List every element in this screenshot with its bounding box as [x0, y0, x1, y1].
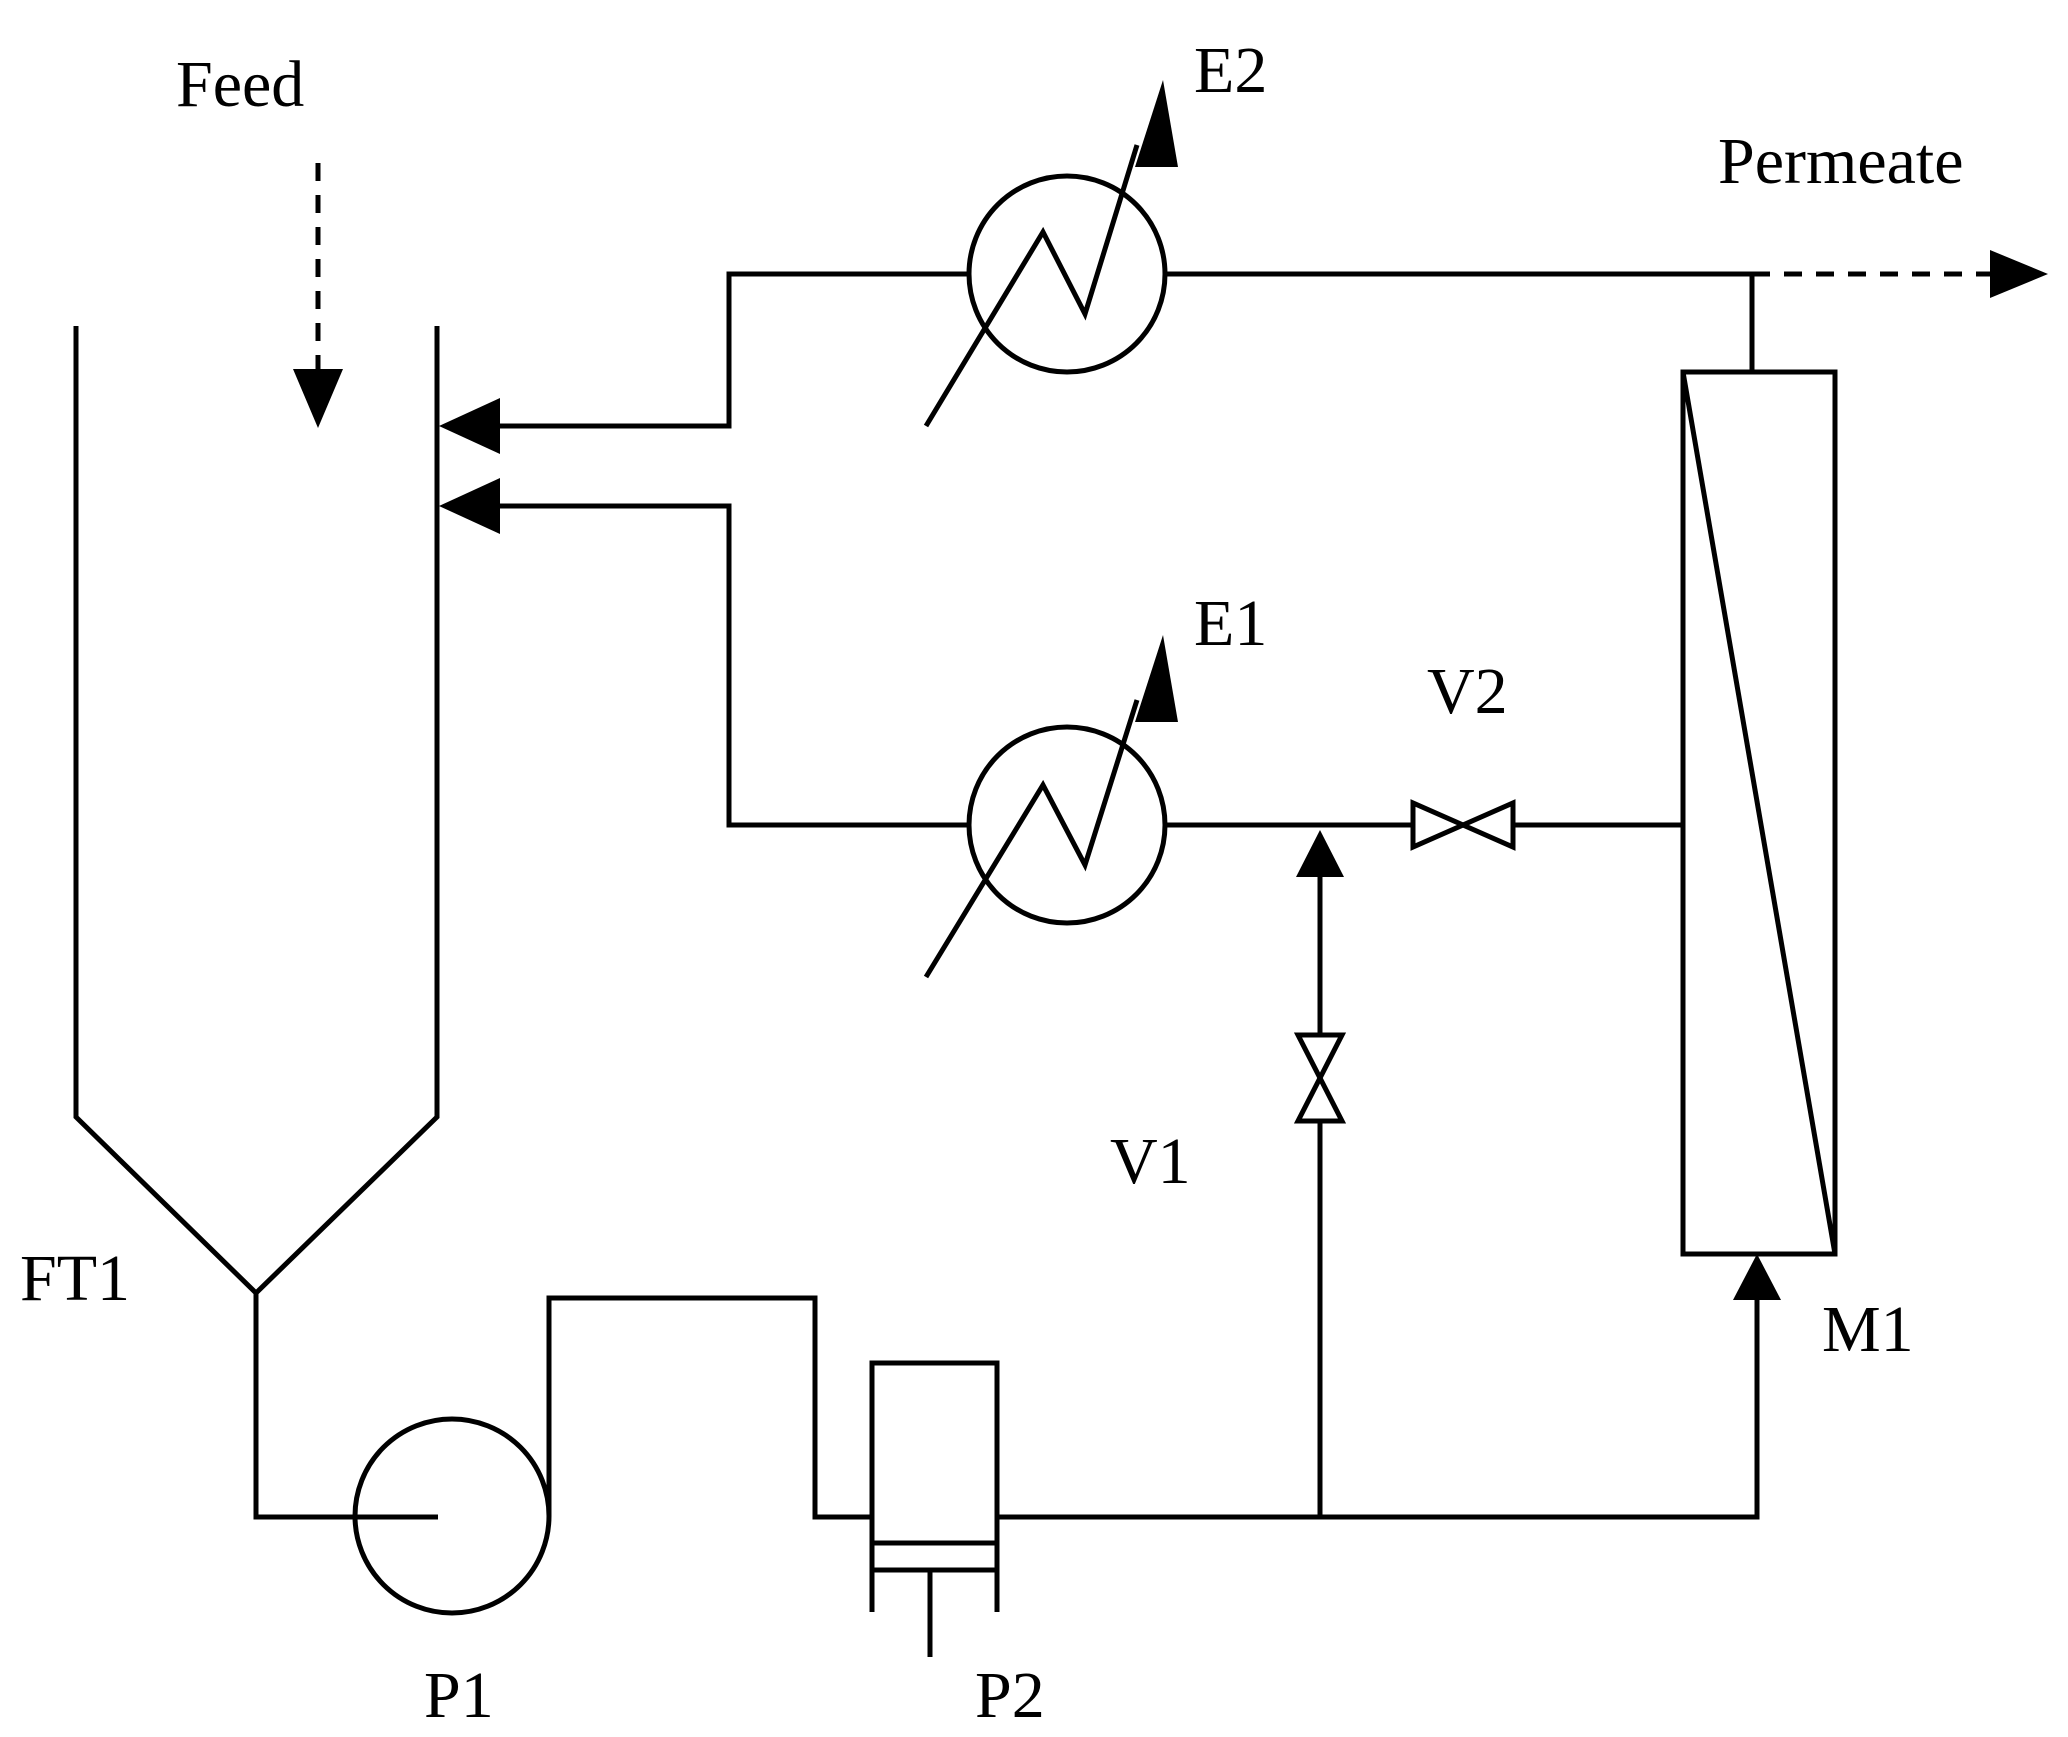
feed-tank-ft1 — [73, 326, 440, 1297]
e2-return-pipe — [500, 271, 969, 429]
permeate-label: Permeate — [1718, 125, 1964, 198]
heat-exchanger-e2-icon — [923, 80, 1178, 428]
p1-label: P1 — [424, 1659, 494, 1732]
main-feed-line — [997, 1300, 1760, 1520]
pump-p2-icon — [869, 1360, 1000, 1657]
tank-outlet-pipe — [253, 1293, 438, 1520]
v2-label: V2 — [1427, 655, 1508, 728]
valve-v2-icon — [1410, 799, 1516, 851]
e1-return-arrow — [439, 478, 500, 534]
feed-label: Feed — [176, 48, 304, 121]
e1-label: E1 — [1194, 587, 1267, 660]
permeate-arrow — [1752, 250, 2048, 298]
p2-label: P2 — [975, 1659, 1045, 1732]
valve-v1-icon — [1293, 1032, 1347, 1124]
feed-arrow — [293, 163, 343, 428]
e2-return-arrow — [439, 398, 500, 454]
membrane-inlet-arrow — [1733, 1254, 1781, 1300]
p1-discharge-pipe — [546, 1295, 873, 1520]
ft1-label: FT1 — [20, 1242, 130, 1315]
e1-return-pipe — [500, 503, 969, 828]
v1-label: V1 — [1110, 1125, 1191, 1198]
heat-exchanger-e1-icon — [923, 635, 1178, 979]
membrane-module-m1 — [1680, 369, 1838, 1257]
m1-label: M1 — [1822, 1293, 1914, 1366]
bypass-line — [1296, 830, 1344, 1517]
e2-label: E2 — [1194, 34, 1267, 107]
